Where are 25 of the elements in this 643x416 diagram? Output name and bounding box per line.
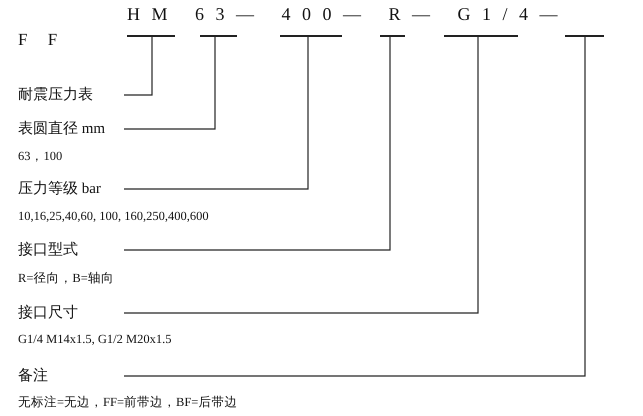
leader-line [124, 37, 479, 314]
field-name: 接口型式 [18, 242, 78, 258]
field-name: 耐震压力表 [18, 87, 93, 103]
prefix-code: F F [18, 30, 66, 50]
blank-underline [280, 35, 342, 36]
field-name: 压力等级 bar [18, 181, 101, 197]
option-text: G1/4 M14x1.5, G1/2 M20x1.5 [18, 332, 172, 347]
field-name: 表圆直径 mm [18, 121, 106, 137]
leader-line [124, 37, 309, 190]
option-text: 无标注=无边，FF=前带边，BF=后带边 [18, 394, 238, 411]
field-name: 接口尺寸 [18, 305, 78, 321]
option-text: R=径向，B=轴向 [18, 270, 114, 287]
blank-underline [380, 35, 405, 36]
field-name: 备注 [18, 368, 48, 384]
leader-line [124, 37, 216, 130]
option-text: 10,16,25,40,60, 100, 160,250,400,600 [18, 209, 209, 224]
blank-underline [127, 35, 175, 36]
code-designation: HM 63— 400— R— G1/4— [127, 4, 570, 25]
leader-line [124, 37, 391, 251]
blank-underline [200, 35, 237, 36]
blank-underline [444, 35, 518, 36]
option-text: 63，100 [18, 148, 62, 165]
leader-line [124, 37, 586, 377]
leader-line [124, 37, 153, 96]
blank-underline [565, 35, 604, 36]
